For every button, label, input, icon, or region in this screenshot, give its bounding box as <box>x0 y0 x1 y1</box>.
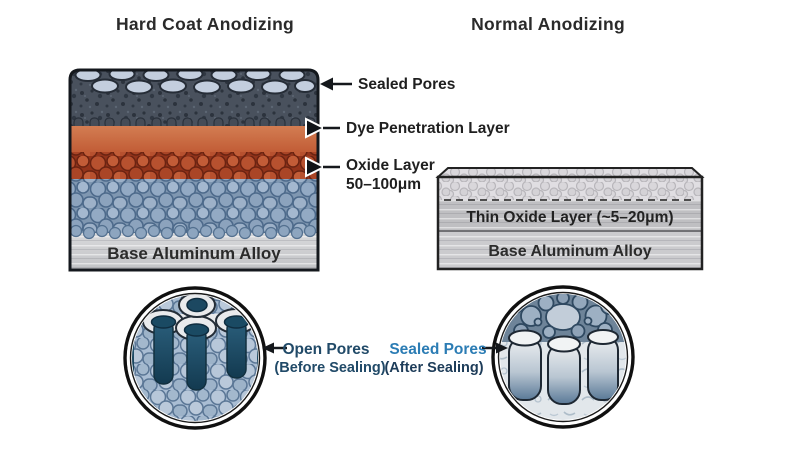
dye-layer-label: Dye Penetration Layer <box>346 120 510 137</box>
callout-dye-layer: Dye Penetration Layer <box>305 117 510 139</box>
callout-oxide-layer: Oxide Layer 50–100μm <box>305 156 435 193</box>
title-hard-coat: Hard Coat Anodizing <box>116 14 294 34</box>
oxide-layer-label-line1: Oxide Layer <box>346 157 435 174</box>
callout-sealed-pores: Sealed Pores <box>320 76 455 93</box>
slab-porous-band <box>438 177 702 200</box>
normal-anodizing-slab: Thin Oxide Layer (~5–20μm) Base Aluminum… <box>435 167 705 271</box>
oxide-layer-pebbled <box>70 152 318 179</box>
hard-coat-block: Base Aluminum Alloy <box>68 68 320 272</box>
porous-layer <box>70 179 318 233</box>
base-alloy-label-left: Base Aluminum Alloy <box>107 244 281 263</box>
arrow-left-icon <box>262 342 274 354</box>
callout-open-pores: Open Pores (Before Sealing) <box>262 341 386 376</box>
oxide-layer-upper <box>70 126 318 154</box>
sealed-pores-inset <box>491 285 635 429</box>
open-pores-inset <box>123 286 267 430</box>
callout-sealed-pores-inset: Sealed Pores (After Sealing) <box>384 341 508 376</box>
arrow-left-icon <box>320 77 333 91</box>
thin-oxide-label: Thin Oxide Layer (~5–20μm) <box>466 209 673 226</box>
title-normal: Normal Anodizing <box>471 14 625 34</box>
after-sealing-label: (After Sealing) <box>384 360 483 376</box>
open-pores-label: Open Pores <box>283 341 370 358</box>
wedge-pointer-icon <box>305 156 327 178</box>
slab-top-face <box>435 167 705 178</box>
sealed-pores-inset-label: Sealed Pores <box>389 341 486 358</box>
porous-base-boundary <box>70 224 317 240</box>
block-border <box>68 68 320 272</box>
base-alloy-label-right: Base Aluminum Alloy <box>488 243 651 260</box>
sealed-pore-cylinders <box>508 329 619 405</box>
arrow-right-icon <box>496 342 508 354</box>
oxide-layer-label-line2: 50–100μm <box>346 176 421 193</box>
before-sealing-label: (Before Sealing) <box>274 360 385 376</box>
wedge-pointer-icon <box>305 117 327 139</box>
slab-border <box>436 175 704 271</box>
sealed-pores-label: Sealed Pores <box>358 76 455 93</box>
